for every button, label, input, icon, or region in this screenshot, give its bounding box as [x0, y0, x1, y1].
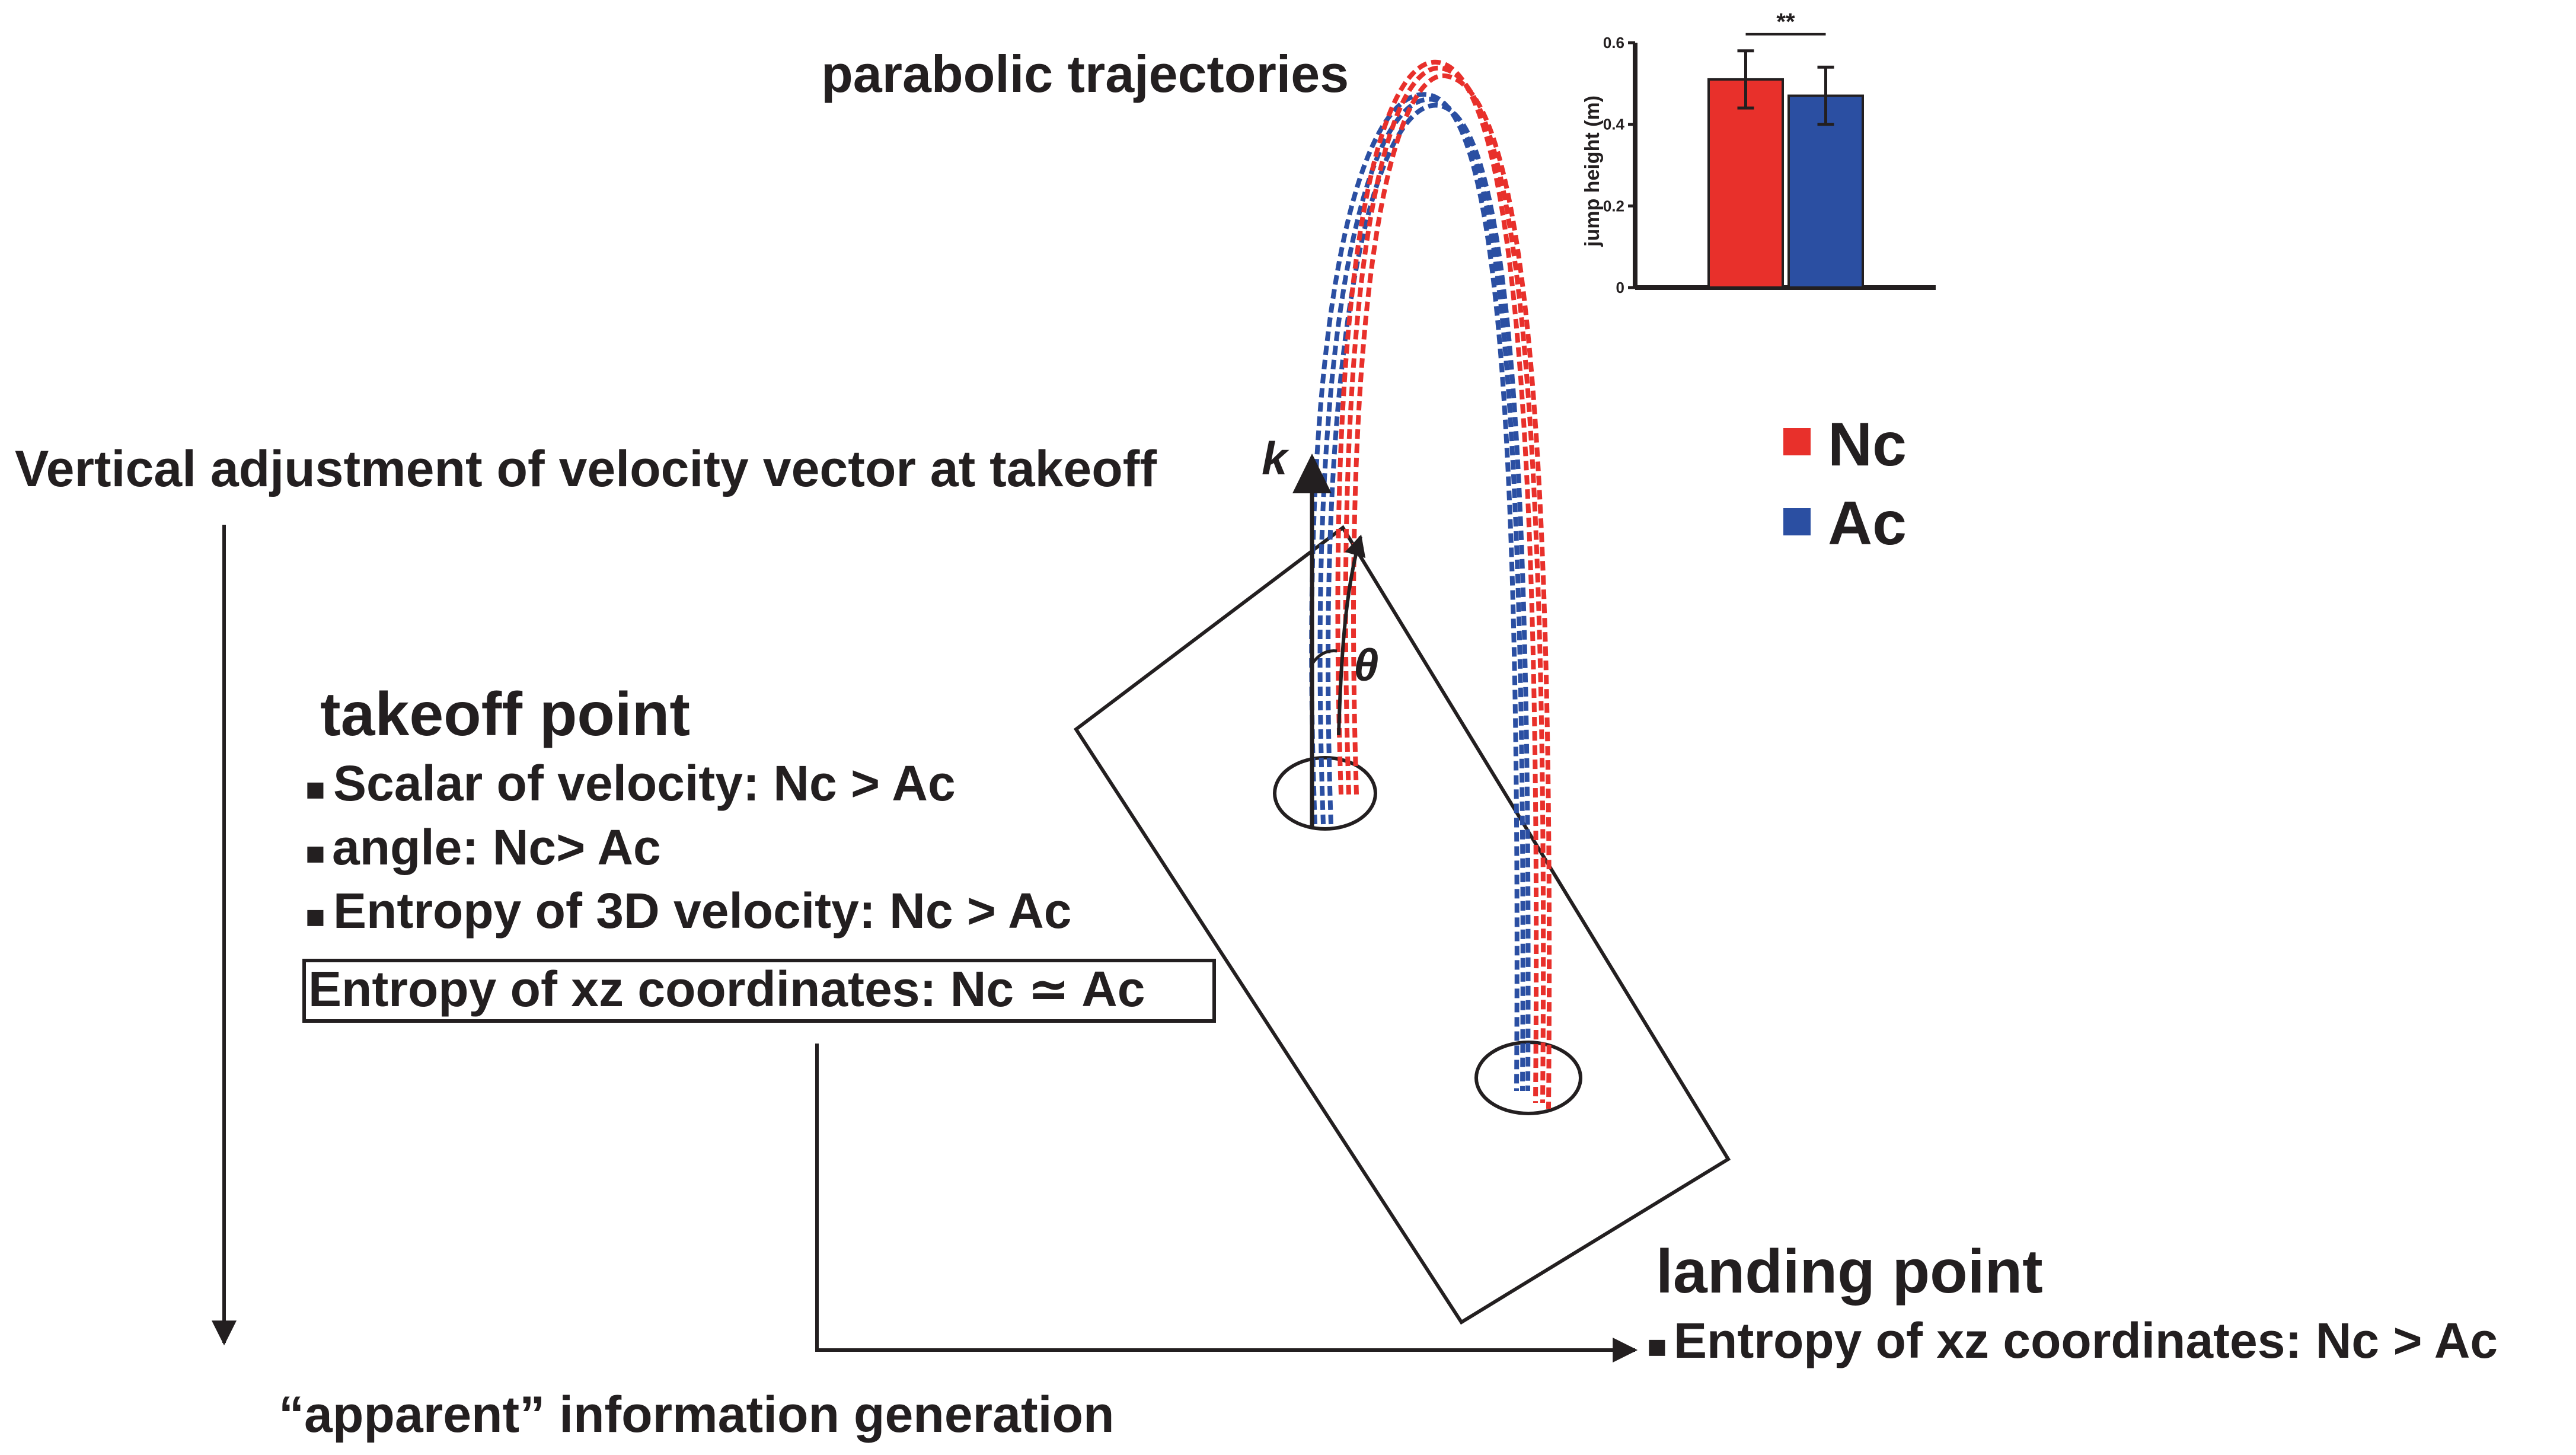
chart-y-tick-label-2: 0.4 [1603, 116, 1625, 133]
chart-y-tick-label-1: 0.2 [1603, 197, 1624, 215]
theta-label: θ [1354, 640, 1378, 691]
takeoff-item-scalar: Scalar of velocity: Nc > Ac [333, 755, 956, 811]
legend-swatch-ac [1783, 508, 1811, 535]
trajectories-title: parabolic trajectories [821, 44, 1349, 103]
landing-bullet: ■ [1647, 1328, 1667, 1365]
legend-swatch-nc [1783, 428, 1811, 455]
trajectory-ac-3 [1326, 103, 1531, 1092]
trajectories-ac [1309, 92, 1531, 1092]
connector-arrow [815, 1044, 1638, 1363]
takeoff-bullet-1: ■ [305, 770, 325, 808]
entropy-xz-box [302, 959, 1216, 1023]
chart-y-label: jump height (m) [1581, 95, 1604, 247]
trajectory-ac-1 [1309, 92, 1520, 1092]
k-vector-arrowhead [1292, 454, 1332, 493]
chart-bar-nc [1707, 78, 1784, 289]
legend-label-ac: Ac [1828, 489, 1907, 558]
theta-arc [1310, 649, 1338, 665]
platform-rectangle [1073, 525, 1731, 1325]
chart-bar-ac [1787, 94, 1864, 289]
jump-height-chart: 0 0.2 0.4 0.6 jump height (m) ** [1581, 9, 1936, 296]
takeoff-bullet-3: ■ [305, 898, 325, 935]
trajectory-nc-3 [1351, 73, 1552, 1109]
takeoff-ellipse [1273, 756, 1377, 831]
trajectories-nc [1335, 59, 1552, 1109]
k-label: k [1262, 432, 1289, 484]
velocity-vector-arrow [1337, 534, 1366, 736]
takeoff-bullet-2: ■ [305, 834, 325, 872]
trajectory-nc-2 [1343, 65, 1546, 1103]
takeoff-item-entropy-3d: Entropy of 3D velocity: Nc > Ac [333, 883, 1072, 939]
takeoff-item-entropy-xz: Entropy of xz coordinates: Nc ≃ Ac [308, 961, 1145, 1017]
trajectory-ac-2 [1317, 97, 1525, 1092]
legend: Nc Ac [1783, 410, 1907, 558]
legend-label-nc: Nc [1828, 410, 1907, 479]
trajectory-nc-1 [1335, 59, 1539, 1103]
chart-significance-label: ** [1776, 9, 1795, 35]
apparent-info-label: “apparent” information generation [279, 1386, 1115, 1443]
vertical-adjustment-label: Vertical adjustment of velocity vector a… [15, 441, 1157, 497]
chart-y-tick-label-0: 0 [1616, 279, 1624, 296]
takeoff-heading: takeoff point [320, 680, 690, 749]
chart-y-tick-label-3: 0.6 [1603, 34, 1624, 52]
landing-heading: landing point [1656, 1237, 2043, 1306]
landing-item-entropy-xz: Entropy of xz coordinates: Nc > Ac [1674, 1313, 2498, 1368]
takeoff-item-angle: angle: Nc> Ac [332, 819, 661, 875]
landing-ellipse [1474, 1041, 1582, 1115]
